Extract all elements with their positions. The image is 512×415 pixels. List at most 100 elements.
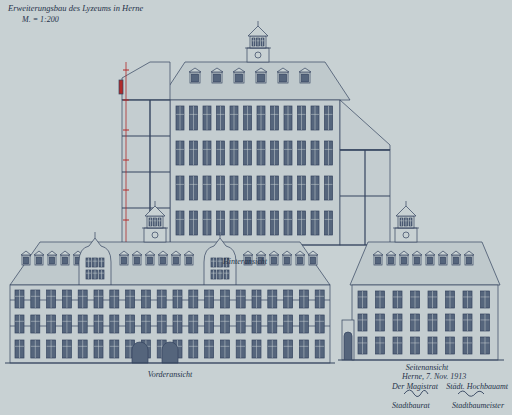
drawing-stroke <box>277 68 289 72</box>
drawing-stroke <box>173 296 182 297</box>
drawing-stroke <box>145 251 155 255</box>
drawing-stroke <box>262 38 263 46</box>
drawing-stroke <box>274 106 275 130</box>
drawing-stroke <box>94 346 103 347</box>
drawing-stroke <box>358 319 367 320</box>
drawing-stroke <box>405 220 408 221</box>
drawing-stroke <box>268 296 277 297</box>
drawing-stroke <box>299 68 311 72</box>
drawing-stroke <box>257 219 265 220</box>
drawing-stroke <box>31 290 40 308</box>
drawing-stroke <box>161 290 162 308</box>
drawing-stroke <box>485 291 486 308</box>
drawing-stroke <box>284 141 292 165</box>
drawing-stroke <box>122 207 170 208</box>
drawing-stroke <box>158 220 161 221</box>
drawing-stroke <box>409 218 412 226</box>
drawing-stroke <box>173 290 182 308</box>
drawing-stroke <box>211 258 216 267</box>
drawing-stroke <box>203 184 211 185</box>
drawing-stroke <box>389 257 394 264</box>
drawing-stroke <box>217 141 225 165</box>
drawing-stroke <box>446 342 455 343</box>
drawing-stroke <box>176 176 184 200</box>
drawing-stroke <box>220 321 229 322</box>
drawing-stroke <box>268 346 277 347</box>
drawing-stroke <box>278 72 288 83</box>
drawing-stroke <box>82 290 83 308</box>
drawing-stroke <box>257 176 265 200</box>
drawing-stroke <box>47 346 56 347</box>
drawing-stroke <box>122 135 170 136</box>
drawing-stroke <box>244 141 252 165</box>
drawing-stroke <box>463 342 472 343</box>
drawing-stroke <box>193 315 194 333</box>
drawing-stroke <box>376 337 385 354</box>
drawing-stroke <box>51 315 52 333</box>
drawing-stroke <box>154 220 157 221</box>
drawing-stroke <box>415 314 416 331</box>
drawing-stroke <box>189 321 198 322</box>
drawing-stroke <box>315 106 316 130</box>
drawing-stroke <box>236 296 245 297</box>
drawing-stroke <box>358 337 367 354</box>
drawing-stroke <box>149 220 152 221</box>
drawing-stroke <box>398 216 414 228</box>
drawing-stroke <box>315 141 316 165</box>
drawing-stroke <box>481 296 490 297</box>
drawing-stroke <box>123 160 129 161</box>
drawing-stroke <box>256 251 266 255</box>
drawing-stroke <box>325 141 333 165</box>
drawing-stroke <box>446 296 455 297</box>
drawing-stroke <box>230 184 238 185</box>
drawing-stroke <box>95 270 96 279</box>
drawing-stroke <box>31 296 40 297</box>
drawing-stroke <box>152 232 158 238</box>
drawing-stroke <box>190 72 200 83</box>
drawing-stroke <box>205 346 214 347</box>
drawing-stroke <box>142 228 168 229</box>
drawing-stroke <box>230 219 238 220</box>
drawing-stroke <box>15 296 24 297</box>
drawing-stroke <box>258 21 259 26</box>
drawing-stroke <box>88 270 89 279</box>
drawing-stroke <box>230 141 238 165</box>
drawing-stroke <box>187 257 192 264</box>
drawing-stroke <box>386 251 396 255</box>
drawing-stroke <box>209 290 210 308</box>
drawing-stroke <box>393 337 402 354</box>
drawing-stroke <box>203 141 211 165</box>
drawing-stroke <box>432 314 433 331</box>
drawing-stroke <box>450 291 451 308</box>
drawing-stroke <box>78 340 87 358</box>
drawing-stroke <box>114 315 115 333</box>
drawing-stroke <box>190 149 198 150</box>
drawing-stroke <box>220 141 221 165</box>
drawing-stroke <box>35 340 36 358</box>
drawing-stroke <box>298 114 306 115</box>
drawing-stroke <box>176 149 184 150</box>
drawing-stroke <box>161 315 162 333</box>
drawing-stroke <box>261 141 262 165</box>
drawing-stroke <box>311 211 319 235</box>
drawing-stroke <box>126 62 127 245</box>
drawing-stroke <box>428 291 437 308</box>
drawing-stroke <box>376 257 381 264</box>
drawing-stroke <box>158 218 161 226</box>
drawing-stroke <box>296 255 304 265</box>
drawing-stroke <box>376 342 385 343</box>
drawing-stroke <box>395 228 417 242</box>
drawing-stroke <box>283 255 291 265</box>
drawing-stroke <box>123 70 129 71</box>
drawing-stroke <box>244 211 252 235</box>
drawing-stroke <box>301 176 302 200</box>
drawing-stroke <box>205 321 214 322</box>
drawing-stroke <box>157 321 166 322</box>
drawing-stroke <box>93 258 98 267</box>
drawing-stroke <box>272 257 277 264</box>
drawing-stroke <box>230 176 238 200</box>
drawing-stroke <box>230 114 238 115</box>
drawing-stroke <box>224 273 229 274</box>
drawing-stroke <box>184 251 194 255</box>
drawing-stroke <box>47 315 56 333</box>
